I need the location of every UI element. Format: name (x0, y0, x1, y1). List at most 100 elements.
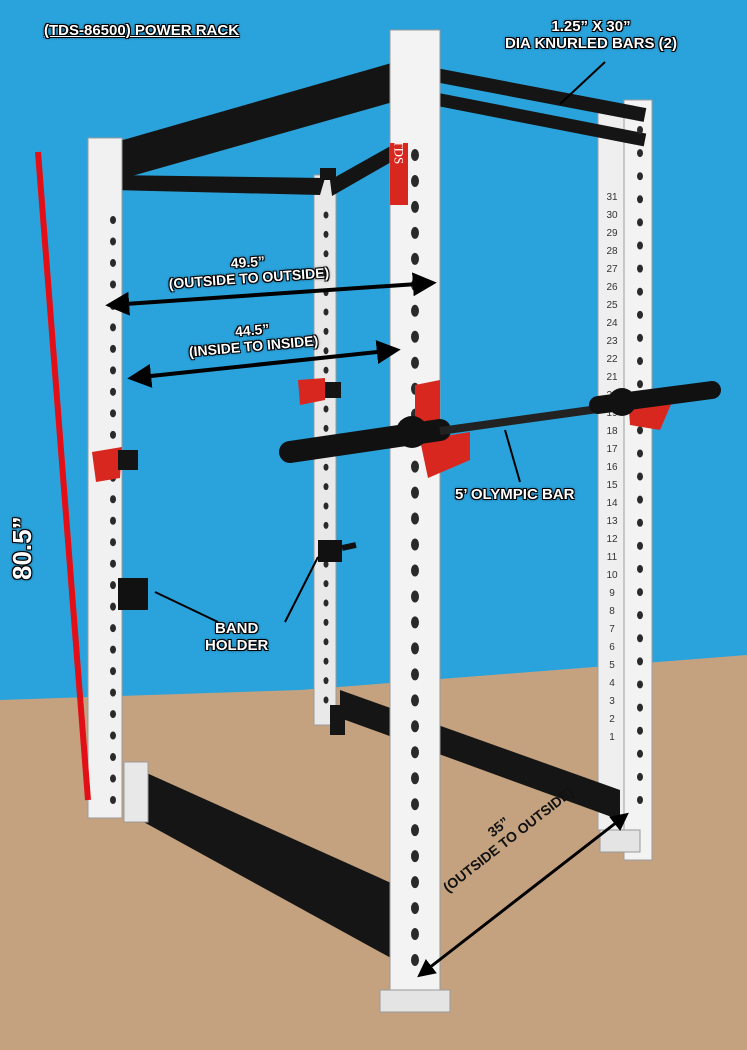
upright-hole (110, 710, 116, 719)
knurled-bar-front (418, 89, 647, 147)
upright-hole (323, 657, 329, 665)
knurled-bars-size: 1.25” X 30” (551, 18, 631, 35)
upright-hole (110, 258, 116, 267)
upright-number: 7 (609, 624, 615, 635)
band-holder-line1: BAND (215, 620, 259, 637)
upright-hole (323, 618, 329, 626)
upright-hole (637, 357, 643, 366)
upright-hole (637, 657, 643, 666)
upright-hole (637, 380, 643, 389)
knurled-bar-back (418, 65, 647, 122)
upright-hole (323, 696, 329, 704)
upright-hole (323, 521, 329, 529)
upright-hole (637, 126, 643, 134)
upright-hole (110, 645, 116, 654)
upright-hole (637, 172, 643, 181)
upright-number: 15 (606, 480, 618, 491)
upright-hole (323, 560, 329, 568)
upright-hole (110, 387, 116, 396)
upright-hole (411, 642, 419, 655)
upright-number: 9 (609, 588, 615, 599)
upright-number: 21 (606, 372, 618, 383)
upright-number: 22 (606, 354, 618, 365)
upright-hole (411, 226, 419, 239)
upright-hole (323, 677, 329, 685)
upright-hole (110, 538, 116, 547)
upright-hole (411, 902, 419, 915)
upright-hole (411, 616, 419, 629)
upright-hole (323, 308, 329, 316)
upright-hole (637, 264, 643, 273)
upright-hole (637, 287, 643, 296)
upright-hole (411, 720, 419, 733)
upright-number: 18 (606, 426, 618, 437)
upright-number: 3 (609, 696, 615, 707)
upright-number: 8 (609, 606, 615, 617)
upright-hole (411, 824, 419, 837)
olympic-bar-label: 5’ OLYMPIC BAR (455, 486, 575, 503)
band-holder-pegs (118, 540, 357, 610)
height-dimension-line (35, 151, 91, 801)
upright-hole (323, 230, 329, 238)
depth-arrow (417, 812, 629, 978)
upright-numbers: 3130292827262524232221201918171615141312… (606, 192, 618, 743)
upright-number: 10 (606, 570, 618, 581)
upright-hole (637, 518, 643, 527)
upright-number: 26 (606, 282, 618, 293)
upright-number: 11 (607, 552, 618, 563)
upright-hole (411, 850, 419, 863)
upright-hole (323, 599, 329, 607)
upright-hole (110, 667, 116, 676)
tds-logo: TDS (392, 140, 407, 165)
upright-hole (110, 624, 116, 633)
upright-hole (411, 460, 419, 473)
upright-hole (110, 731, 116, 740)
upright-hole (110, 237, 116, 246)
upright-hole (411, 538, 419, 551)
band-holder-leader-1 (154, 591, 219, 623)
upright-hole (637, 333, 643, 342)
top-frame (95, 62, 647, 196)
upright-number: 25 (606, 300, 618, 311)
upright-hole (637, 588, 643, 597)
upright-hole (323, 347, 329, 355)
upright-number: 14 (606, 498, 618, 509)
upright-hole (637, 218, 643, 227)
upright-hole (411, 564, 419, 577)
knurled-bars-label: 1.25” X 30” DIA KNURLED BARS (2) (505, 18, 677, 53)
upright-hole (411, 304, 419, 317)
upright-hole (637, 195, 643, 204)
upright-hole (637, 726, 643, 735)
upright-number: 19 (606, 408, 618, 419)
upright-hole (411, 954, 419, 966)
upright-hole (110, 796, 116, 804)
upright-hole (323, 211, 329, 219)
band-holder-line2: HOLDER (205, 637, 269, 655)
upright-number: 6 (609, 642, 615, 653)
upright-hole (323, 366, 329, 374)
upright-hole (411, 668, 419, 681)
upright-number: 27 (606, 264, 618, 275)
upright-hole (323, 638, 329, 646)
upright-hole (637, 310, 643, 319)
upright-number: 2 (609, 714, 615, 725)
upright-hole (110, 323, 116, 332)
upright-hole (323, 502, 329, 510)
upright-hole (637, 749, 643, 758)
upright-hole (110, 559, 116, 568)
upright-hole (637, 472, 643, 481)
upright-hole (110, 430, 116, 439)
upright-hole (637, 703, 643, 712)
upright-hole (411, 174, 419, 187)
upright-hole (637, 564, 643, 573)
upright-hole (411, 746, 419, 759)
height-label: 80.5” (7, 516, 37, 580)
olympic-bar-leader (504, 429, 521, 483)
upright-hole (110, 495, 116, 504)
upright-hole (323, 463, 329, 471)
band-holder-label: BAND HOLDER (205, 620, 268, 655)
upright-number: 24 (606, 318, 618, 329)
upright-hole (110, 516, 116, 525)
upright-number: 4 (609, 678, 615, 689)
upright-hole (323, 424, 329, 432)
